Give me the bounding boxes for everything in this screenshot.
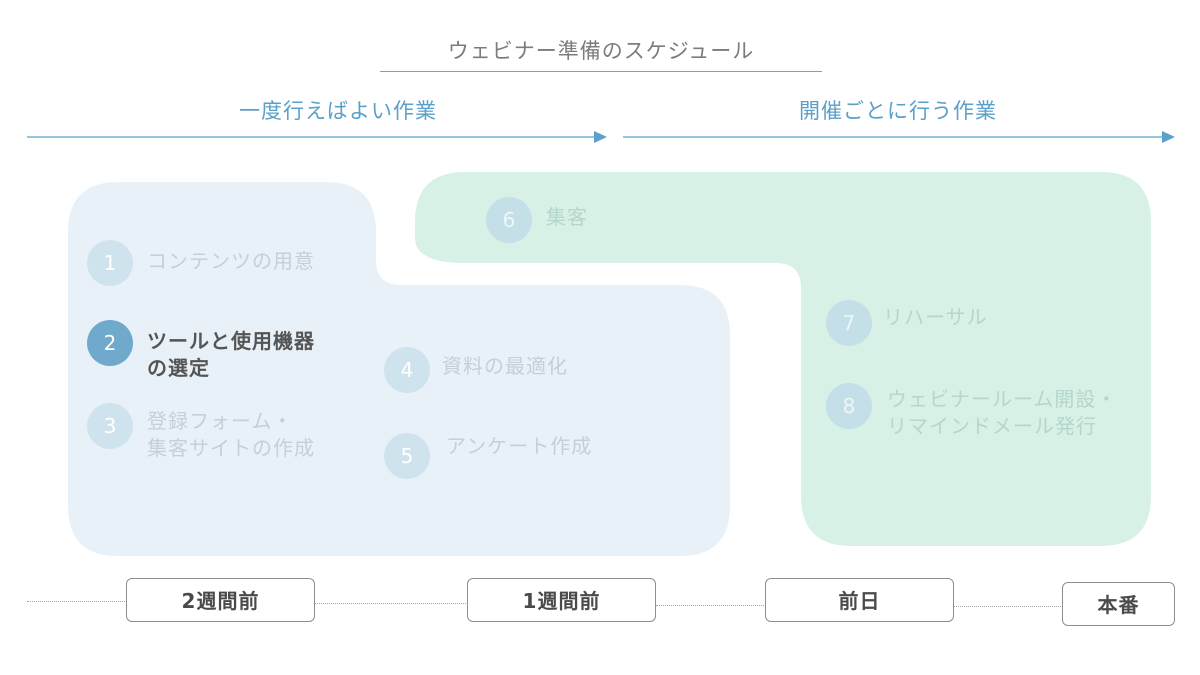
step-5-circle: 5: [384, 433, 430, 479]
timeline-box-1-week-before: 1週間前: [467, 578, 656, 622]
timeline-box-event-day: 本番: [1062, 582, 1175, 626]
timeline-dotted-line-4: [953, 606, 1063, 607]
step-7-circle: 7: [826, 300, 872, 346]
step-7-label: リハーサル: [883, 304, 988, 331]
step-6-label-line-1: 集客: [546, 205, 588, 229]
timeline-dotted-line-1: [27, 601, 127, 602]
step-4-label-line-1: 資料の最適化: [442, 354, 568, 378]
step-4-label: 資料の最適化: [442, 353, 568, 380]
step-1-label-line-1: コンテンツの用意: [147, 249, 315, 273]
step-8-label: ウェビナールーム開設・ リマインドメール発行: [887, 386, 1117, 440]
phase-label-each: 開催ごとに行う作業: [799, 99, 997, 123]
step-8-label-line-1: ウェビナールーム開設・: [887, 387, 1118, 411]
area-each-background: [415, 172, 1151, 546]
step-3-circle: 3: [87, 403, 133, 449]
timeline-box-2-weeks-before: 2週間前: [126, 578, 315, 622]
step-8-label-line-2: リマインドメール発行: [887, 414, 1097, 438]
step-3-label-line-2: 集客サイトの作成: [147, 436, 315, 460]
timeline-box-day-before: 前日: [765, 578, 954, 622]
step-8-circle: 8: [826, 383, 872, 429]
step-2-label-line-2: の選定: [147, 356, 210, 380]
step-4-circle: 4: [384, 347, 430, 393]
step-2-label-line-1: ツールと使用機器: [147, 329, 315, 353]
step-2-circle: 2: [87, 320, 133, 366]
diagram-title: ウェビナー準備のスケジュール: [447, 39, 755, 63]
step-6-label: 集客: [546, 204, 588, 231]
timeline-dotted-line-2: [315, 603, 468, 604]
step-2-label: ツールと使用機器 の選定: [147, 328, 315, 382]
step-5-label: アンケート作成: [446, 433, 592, 460]
step-1-label: コンテンツの用意: [147, 248, 315, 275]
step-1-circle: 1: [87, 240, 133, 286]
step-3-label-line-1: 登録フォーム・: [147, 409, 294, 433]
step-7-label-line-1: リハーサル: [883, 305, 988, 329]
timeline-dotted-line-3: [656, 605, 766, 606]
arrow-once-head: [594, 131, 607, 143]
phase-label-once: 一度行えばよい作業: [239, 99, 437, 123]
step-6-circle: 6: [486, 197, 532, 243]
step-5-label-line-1: アンケート作成: [446, 434, 593, 458]
step-3-label: 登録フォーム・ 集客サイトの作成: [147, 408, 315, 462]
title-underline: [380, 71, 822, 72]
arrow-each-head: [1162, 131, 1175, 143]
